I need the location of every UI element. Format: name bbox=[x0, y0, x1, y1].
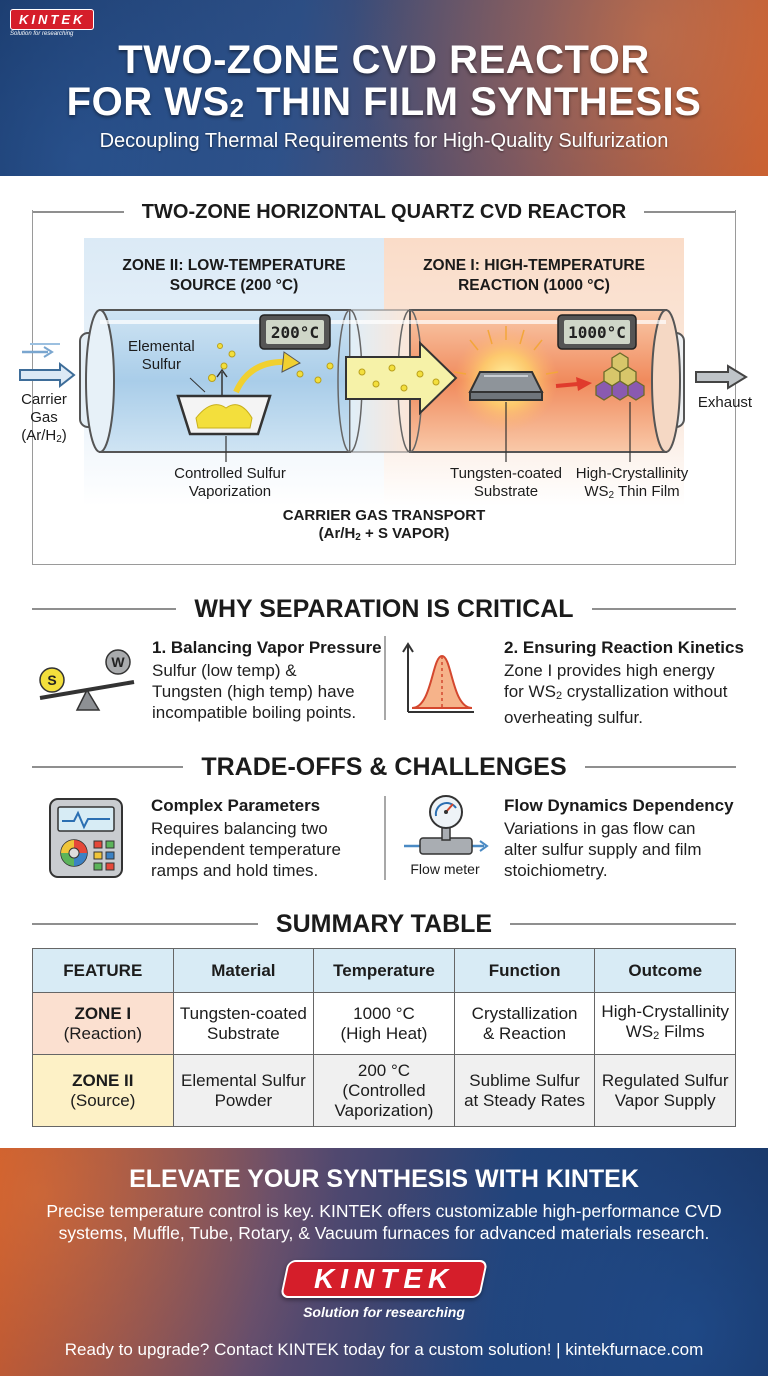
footer-title: ELEVATE YOUR SYNTHESIS WITH KINTEK bbox=[129, 1165, 639, 1193]
table-cell: Crystallization& Reaction bbox=[453, 992, 596, 1055]
footer-cta-link[interactable]: Ready to upgrade? Contact KINTEK today f… bbox=[64, 1340, 704, 1359]
logo-text: KINTEK bbox=[10, 9, 95, 30]
ws2-film-lattice bbox=[595, 352, 645, 401]
header-banner: KINTEK Solution for researching TWO-ZONE… bbox=[0, 0, 768, 176]
transport-arrow bbox=[345, 340, 458, 416]
tradeoff-item-complex-parameters: Complex Parameters Requires balancing tw… bbox=[151, 796, 341, 880]
svg-text:W: W bbox=[111, 654, 125, 670]
divider bbox=[384, 796, 386, 880]
col-header: Material bbox=[172, 948, 315, 993]
summary-heading: SUMMARY TABLE bbox=[32, 909, 737, 939]
footer-kintek-logo[interactable]: KINTEK bbox=[279, 1260, 489, 1298]
tube-end-left bbox=[85, 309, 115, 453]
page-title-line2: FOR WS2 THIN FILM SYNTHESIS bbox=[66, 80, 702, 124]
flow-meter-label: Flow meter bbox=[410, 861, 480, 877]
kintek-logo[interactable]: KINTEK Solution for researching bbox=[10, 9, 95, 37]
col-header: Function bbox=[453, 948, 596, 993]
footer-banner: ELEVATE YOUR SYNTHESIS WITH KINTEK Preci… bbox=[0, 1148, 768, 1376]
label-ws2-film: High-Crystallinity WS2 Thin Film bbox=[575, 465, 689, 501]
col-header: FEATURE bbox=[32, 948, 174, 993]
table-header-row: FEATURE Material Temperature Function Ou… bbox=[32, 948, 736, 993]
page-subtitle: Decoupling Thermal Requirements for High… bbox=[99, 130, 669, 152]
footer-text: Precise temperature control is key. KINT… bbox=[46, 1201, 722, 1243]
logo-tagline: Solution for researching bbox=[10, 31, 74, 37]
tradeoff-item-flow-dynamics: Flow Dynamics Dependency Variations in g… bbox=[504, 796, 734, 880]
why-heading: WHY SEPARATION IS CRITICAL bbox=[32, 594, 736, 624]
balance-scale-icon: S W bbox=[39, 649, 135, 711]
why-item-vapor-pressure: 1. Balancing Vapor Pressure Sulfur (low … bbox=[152, 638, 382, 722]
page-title-line1: TWO-ZONE CVD REACTOR bbox=[118, 38, 650, 82]
vapor-curve-arrow bbox=[233, 358, 289, 394]
sulfur-vapor-particles bbox=[296, 362, 334, 384]
zone-i-temp-display: 1000°C bbox=[557, 314, 637, 350]
table-cell-feature: ZONE I(Reaction) bbox=[32, 992, 174, 1055]
label-exhaust: Exhaust bbox=[697, 394, 753, 411]
reactor-tube-diagram: 200°C 1000°C bbox=[19, 309, 748, 462]
zone-ii-temp-display: 200°C bbox=[259, 314, 331, 350]
reactor-frame bbox=[32, 210, 736, 565]
controller-panel-icon bbox=[49, 798, 123, 878]
svg-text:1000°C: 1000°C bbox=[568, 323, 626, 342]
reactor-heading: TWO-ZONE HORIZONTAL QUARTZ CVD REACTOR bbox=[32, 197, 737, 227]
flow-meter-icon bbox=[404, 795, 489, 855]
why-item-reaction-kinetics: 2. Ensuring Reaction Kinetics Zone I pro… bbox=[504, 638, 744, 727]
col-header: Temperature bbox=[313, 948, 455, 993]
divider bbox=[384, 636, 386, 720]
carrier-gas-arrows bbox=[19, 343, 76, 389]
svg-text:S: S bbox=[47, 672, 56, 688]
svg-text:200°C: 200°C bbox=[271, 323, 319, 342]
footer-tagline: Solution for researching bbox=[303, 1304, 465, 1320]
sulfur-boat bbox=[176, 343, 272, 436]
table-cell: 1000 °C(High Heat) bbox=[313, 992, 455, 1055]
reaction-peak-icon bbox=[402, 642, 474, 713]
label-carrier-transport: CARRIER GAS TRANSPORT (Ar/H2 + S VAPOR) bbox=[282, 507, 486, 543]
tungsten-substrate bbox=[468, 371, 544, 401]
table-cell-feature: ZONE II(Source) bbox=[32, 1054, 174, 1127]
summary-table: FEATURE Material Temperature Function Ou… bbox=[32, 948, 736, 1127]
glow-rays bbox=[453, 326, 559, 375]
tube-end-right bbox=[651, 309, 681, 453]
reaction-arrow bbox=[555, 382, 579, 388]
col-header: Outcome bbox=[594, 948, 736, 993]
exhaust-arrow bbox=[695, 364, 748, 390]
tradeoffs-heading: TRADE-OFFS & CHALLENGES bbox=[32, 752, 736, 782]
